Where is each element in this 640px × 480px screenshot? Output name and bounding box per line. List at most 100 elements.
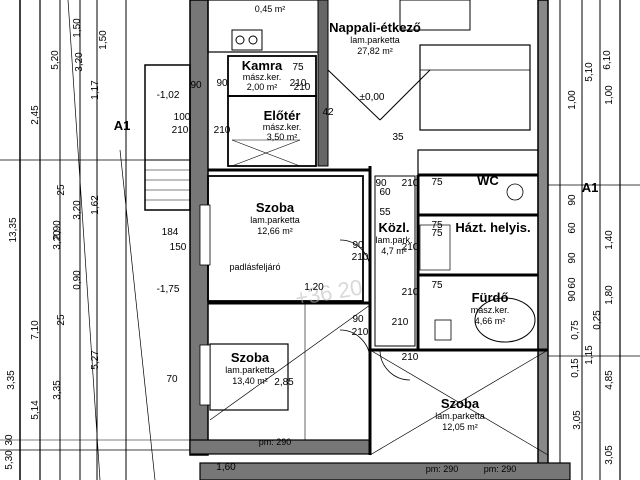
dimension-label: 3,35 (6, 370, 17, 390)
dimension-label: 100 (174, 112, 191, 123)
door-dimension-label: 210 (352, 327, 369, 338)
dimension-label: 1,17 (90, 80, 101, 100)
dimension-label: 3,20 (52, 230, 63, 250)
dimension-label: 0,90 (72, 270, 83, 290)
door-dimension-label: 90 (352, 314, 364, 325)
dimension-label: 55 (379, 207, 391, 218)
dimension-label: 1,40 (604, 230, 615, 250)
eloter-area: 3,50 m² (267, 132, 298, 142)
kamra-name: Kamra (242, 58, 283, 73)
axis-left: A1 (114, 118, 131, 133)
door-dimension-label: 210 (352, 252, 369, 263)
dimension-label: 90 (190, 80, 202, 91)
dimension-label: 90 (567, 290, 578, 302)
dimension-label: 1,00 (567, 90, 578, 110)
level-left-low: -1,75 (157, 284, 180, 295)
door-dimension-label: 75 (292, 62, 304, 73)
door-dimension-label: 210 (402, 287, 419, 298)
level-nappali: ±0,00 (360, 92, 385, 103)
dimension-label: 60 (379, 187, 391, 198)
szoba1-floor: lam.parketta (250, 215, 300, 225)
dimension-label: 90 (567, 194, 578, 206)
door-dimension-label: 210 (402, 352, 419, 363)
dimension-label: 60 (567, 222, 578, 234)
furdo-area: 4,66 m² (475, 316, 506, 326)
dimension-label: 5,14 (30, 400, 41, 420)
nappali-area: 27,82 m² (357, 46, 393, 56)
pm-label: pm: 290 (259, 437, 292, 447)
dimension-label: 1,50 (98, 30, 109, 50)
top-area-label: 0,45 m² (255, 4, 286, 14)
door-dimension-label: 90 (352, 240, 364, 251)
eloter-floor: mász.ker. (263, 122, 302, 132)
nappali-floor: lam.parketta (350, 35, 400, 45)
szoba1-name: Szoba (256, 200, 295, 215)
szoba1-note: padlásfeljáró (229, 262, 280, 272)
dimension-label: 6,10 (602, 50, 613, 70)
dimension-label: 1,50 (72, 18, 83, 38)
haztart-name: Házt. helyis. (455, 220, 530, 235)
dimension-label: 13,35 (8, 217, 19, 242)
dimension-label: 0,15 (570, 358, 581, 378)
kozl-name: Közl. (378, 220, 409, 235)
dimension-label: 3,05 (572, 410, 583, 430)
dimension-label: 35 (392, 132, 404, 143)
kozl-area: 4,7 m² (381, 246, 407, 256)
door-dimension-label: 75 (431, 177, 443, 188)
szoba2-area: 13,40 m² (232, 376, 268, 386)
dimension-label: 0,75 (570, 320, 581, 340)
szoba1-area: 12,66 m² (257, 226, 293, 236)
dimension-label: 7,10 (30, 320, 41, 340)
dimension-label: 210 (172, 125, 189, 136)
dimension-label: 2,85 (274, 377, 294, 388)
dimension-label: 5,20 (50, 50, 61, 70)
dimension-label: 3,20 (74, 52, 85, 72)
kamra-floor: mász.ker. (243, 72, 282, 82)
szoba2-floor: lam.parketta (225, 365, 275, 375)
dimension-label: 3,35 (52, 380, 63, 400)
dimension-label: 1,20 (304, 282, 324, 293)
dimension-label: 5,30 (4, 450, 15, 470)
dimension-label: 1,15 (584, 345, 595, 365)
door-dimension-label: 75 (431, 228, 443, 239)
dimension-label: 1,80 (604, 285, 615, 305)
dimension-label: 2,45 (30, 105, 41, 125)
door-dimension-label: 75 (431, 280, 443, 291)
axis-right: A1 (582, 180, 599, 195)
szoba3-floor: lam.parketta (435, 411, 485, 421)
dimension-label: 184 (162, 227, 179, 238)
szoba3-name: Szoba (441, 396, 480, 411)
dimension-label: 70 (166, 374, 178, 385)
wc-name: WC (477, 173, 499, 188)
dimension-label: 3,20 (72, 200, 83, 220)
dimension-label: 42 (322, 107, 334, 118)
dimension-label: 25 (56, 184, 67, 196)
right-dimension-labels: 5,101,006,101,001,401,803,054,853,050,15… (567, 50, 615, 465)
door-dimension-label: 75 (431, 220, 443, 231)
door-dimension-label: 210 (294, 82, 311, 93)
dimension-label: 1,00 (604, 85, 615, 105)
door-dimension-label: 210 (402, 242, 419, 253)
kozl-floor: lam.park. (375, 235, 412, 245)
left-dimension-labels: 3,352,457,102,903,203,355,140,901,501,17… (4, 18, 109, 470)
dimension-label: 3,05 (604, 445, 615, 465)
furdo-name: Fürdő (472, 290, 509, 305)
szoba3-area: 12,05 m² (442, 422, 478, 432)
dimension-label: 90 (567, 252, 578, 264)
dimension-label: 25 (56, 314, 67, 326)
dimension-label: 1,62 (90, 195, 101, 215)
eloter-name: Előtér (264, 108, 301, 123)
pm-label: pm: 290 (426, 464, 459, 474)
szoba2-name: Szoba (231, 350, 270, 365)
dimension-label: 4,85 (604, 370, 615, 390)
dimension-label: 30 (4, 434, 15, 446)
dimension-label: 1,60 (216, 462, 236, 473)
dimension-label: 0,25 (592, 310, 603, 330)
furdo-floor: mász.ker. (471, 305, 510, 315)
kamra-area: 2,00 m² (247, 82, 278, 92)
nappali-name: Nappali-étkező (329, 20, 421, 35)
dimension-label: 5,27 (90, 350, 101, 370)
